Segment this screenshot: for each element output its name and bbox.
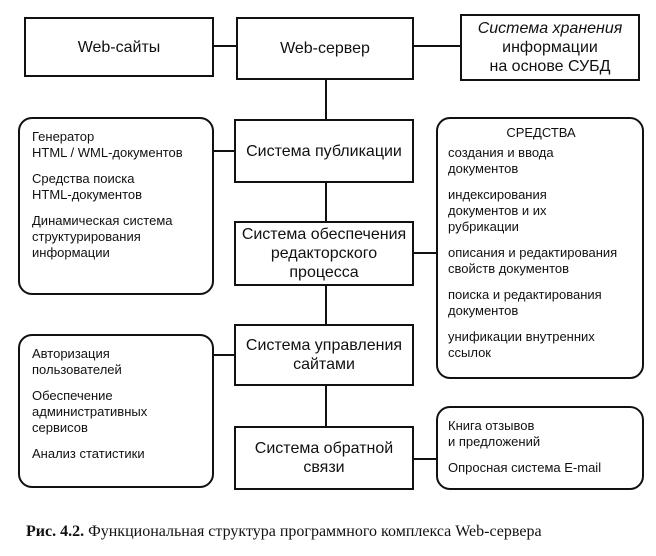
list-item-line: унификации внутренних: [448, 329, 595, 344]
list-item-line: Анализ статистики: [32, 446, 145, 461]
publishing-tools-box: Генератор HTML / WML-документов Средства…: [18, 117, 214, 295]
list-item: поиска и редактирования документов: [448, 287, 634, 319]
list-item-line: Авторизация: [32, 346, 110, 361]
list-item-line: Динамическая система: [32, 213, 173, 228]
list-item-line: административных: [32, 404, 148, 419]
feedback-tools-box: Книга отзывов и предложений Опросная сис…: [436, 406, 644, 490]
site-management-line2: сайтами: [293, 356, 355, 373]
connector-server-down: [325, 80, 327, 120]
editorial-label-line1: Система обеспечения: [241, 226, 407, 243]
list-item-line: документов и их: [448, 203, 547, 218]
feedback-system-box: Система обратной связи: [234, 426, 414, 490]
connector-websites-server: [214, 45, 238, 47]
list-item: Динамическая система структурирования ин…: [32, 213, 202, 261]
list-item-line: пользователей: [32, 362, 122, 377]
connector-mgmt-feedback: [325, 386, 327, 426]
site-management-box: Система управления сайтами: [234, 324, 414, 386]
list-item-line: индексирования: [448, 187, 547, 202]
list-item: описания и редактирования свойств докуме…: [448, 245, 634, 277]
feedback-system-line1: Система обратной: [254, 440, 394, 457]
editorial-label-line2: редакторского: [270, 245, 378, 262]
list-item: унификации внутренних ссылок: [448, 329, 634, 361]
figure-caption: Рис. 4.2. Функциональная структура прогр…: [26, 522, 646, 542]
publishing-system-box: Система публикации: [234, 119, 414, 183]
site-management-line1: Система управления: [245, 337, 403, 354]
management-tools-box: Авторизация пользователей Обеспечение ад…: [18, 334, 214, 488]
web-server-label: Web-сервер: [280, 40, 370, 57]
list-item-line: HTML-документов: [32, 187, 143, 202]
list-item-line: Обеспечение: [32, 388, 113, 403]
storage-label-line2: информации: [502, 39, 598, 56]
connector-right-editorial: [414, 252, 436, 254]
connector-right-feedback: [414, 458, 436, 460]
list-item: Средства поиска HTML-документов: [32, 171, 202, 203]
connector-editorial-mgmt: [325, 286, 327, 324]
storage-label-line1: Система хранения: [477, 20, 623, 37]
list-item-line: поиска и редактирования: [448, 287, 602, 302]
list-item-line: свойств документов: [448, 261, 570, 276]
list-item-line: документов: [448, 161, 519, 176]
connector-left-pub: [214, 150, 236, 152]
list-item-line: документов: [448, 303, 519, 318]
list-item-line: Средства поиска: [32, 171, 135, 186]
storage-label-line3: на основе СУБД: [489, 58, 611, 75]
connector-pub-editorial: [325, 183, 327, 221]
web-sites-label: Web-сайты: [77, 38, 161, 56]
list-item-line: HTML / WML-документов: [32, 145, 183, 160]
web-sites-box: Web-сайты: [24, 17, 214, 77]
list-item-line: Опросная система E-mail: [448, 460, 602, 475]
feedback-system-line2: связи: [303, 459, 345, 476]
list-item-line: информации: [32, 245, 110, 260]
list-item-line: рубрикации: [448, 219, 519, 234]
connector-left-mgmt: [214, 354, 236, 356]
list-item: Книга отзывов и предложений: [448, 418, 634, 450]
list-item: Опросная система E-mail: [448, 460, 634, 476]
list-item: индексирования документов и их рубрикаци…: [448, 187, 634, 235]
list-item-line: создания и ввода: [448, 145, 554, 160]
list-item: создания и ввода документов: [448, 145, 634, 177]
list-item-line: описания и редактирования: [448, 245, 618, 260]
editorial-tools-box: СРЕДСТВА создания и ввода документов инд…: [436, 117, 644, 379]
list-item-line: ссылок: [448, 345, 491, 360]
storage-box: Система хранения информации на основе СУ…: [460, 14, 640, 81]
list-item-line: структурирования: [32, 229, 141, 244]
caption-label: Рис. 4.2.: [26, 523, 85, 540]
publishing-system-label: Система публикации: [246, 142, 402, 160]
list-item: Авторизация пользователей: [32, 346, 202, 378]
tools-heading: СРЕДСТВА: [506, 125, 576, 140]
editorial-system-box: Система обеспечения редакторского процес…: [234, 221, 414, 286]
list-item-line: сервисов: [32, 420, 88, 435]
list-item-line: и предложений: [448, 434, 541, 449]
connector-server-storage: [412, 45, 462, 47]
editorial-label-line3: процесса: [289, 264, 359, 281]
web-server-box: Web-сервер: [236, 17, 414, 80]
list-item: Анализ статистики: [32, 446, 202, 462]
caption-text: Функциональная структура программного ко…: [84, 523, 542, 540]
list-item-line: Генератор: [32, 129, 95, 144]
list-item-line: Книга отзывов: [448, 418, 535, 433]
list-item: Обеспечение административных сервисов: [32, 388, 202, 436]
list-item: Генератор HTML / WML-документов: [32, 129, 202, 161]
